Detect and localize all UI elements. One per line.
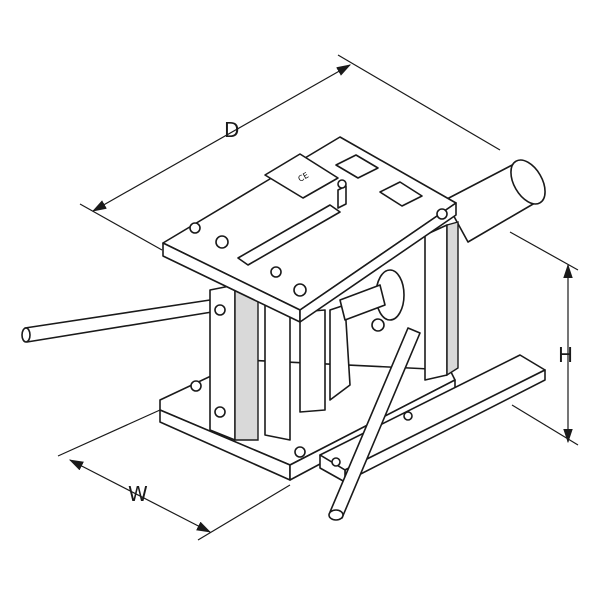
top-handle-slot	[379, 181, 423, 207]
left-handle-rod	[21, 299, 213, 343]
lever-rod	[328, 327, 421, 521]
pin	[337, 185, 347, 209]
right-cylinder	[444, 159, 546, 243]
width-dimension	[57, 409, 291, 541]
depth-dimension	[79, 54, 501, 251]
width-label: W	[128, 482, 148, 506]
depth-label: D	[224, 118, 240, 142]
side-rail	[319, 354, 546, 483]
height-label: H	[558, 343, 574, 367]
top-slot	[237, 204, 341, 266]
top-plate: CE	[162, 136, 457, 323]
columns	[209, 221, 459, 441]
height-dimension	[509, 231, 579, 446]
